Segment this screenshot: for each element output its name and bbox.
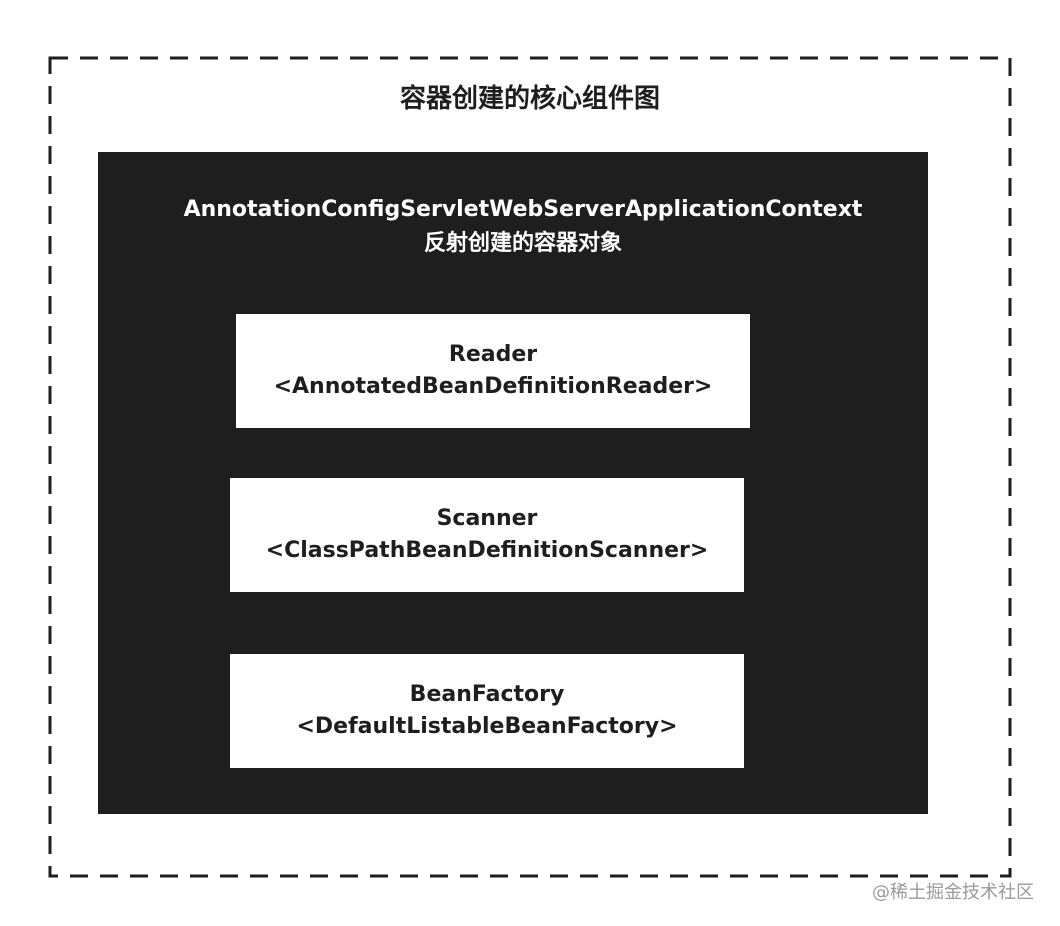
component-reader: Reader <AnnotatedBeanDefinitionReader> [236, 314, 750, 428]
component-scanner-type: <ClassPathBeanDefinitionScanner> [265, 538, 709, 563]
component-reader-type: <AnnotatedBeanDefinitionReader> [273, 374, 713, 399]
frame-title: 容器创建的核心组件图 [399, 84, 660, 114]
context-description: 反射创建的容器对象 [423, 231, 622, 256]
component-scanner-name: Scanner [436, 506, 538, 531]
component-beanfactory: BeanFactory <DefaultListableBeanFactory> [230, 654, 744, 768]
context-class-name: AnnotationConfigServletWebServerApplicat… [183, 197, 863, 222]
context-box: AnnotationConfigServletWebServerApplicat… [98, 152, 928, 814]
watermark: @稀土掘金技术社区 [872, 882, 1034, 903]
component-beanfactory-name: BeanFactory [409, 682, 565, 707]
component-scanner: Scanner <ClassPathBeanDefinitionScanner> [230, 478, 744, 592]
component-beanfactory-type: <DefaultListableBeanFactory> [296, 714, 678, 739]
component-reader-name: Reader [448, 342, 538, 367]
